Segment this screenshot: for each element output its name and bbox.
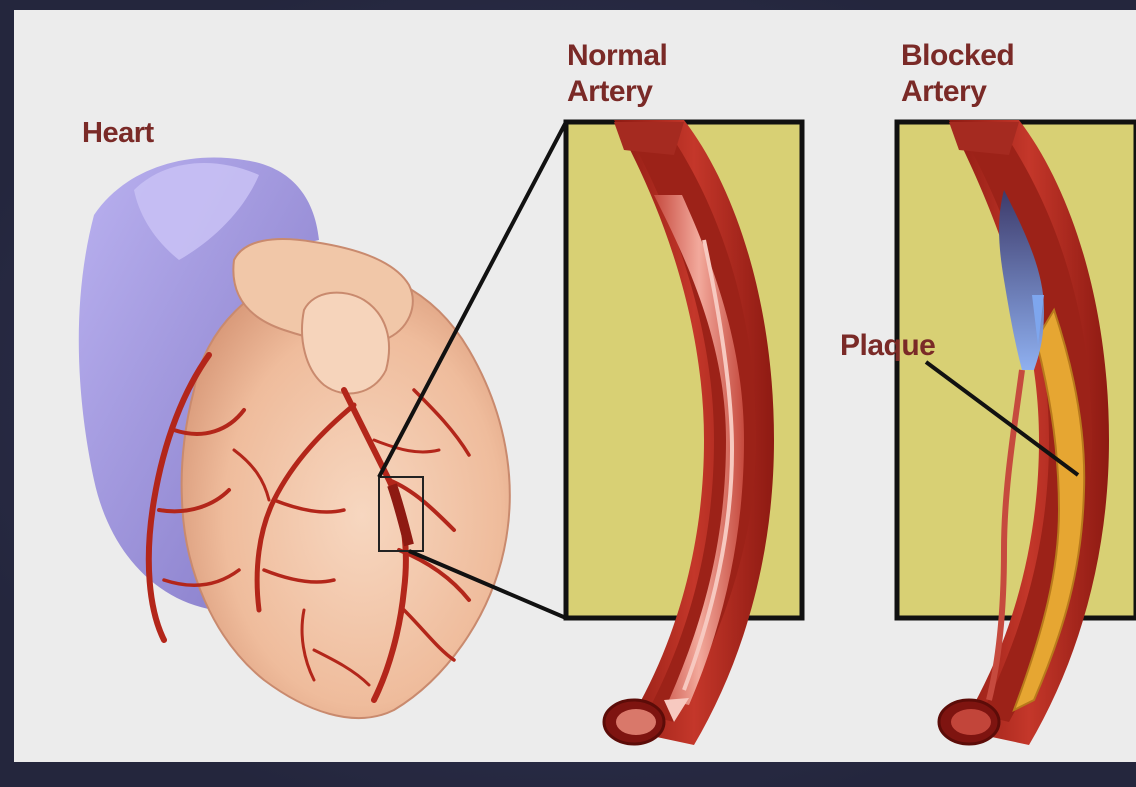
normal-artery-label-line2: Artery <box>567 74 667 110</box>
plaque-label: Plaque <box>840 328 935 364</box>
blocked-artery-label: Blocked Artery <box>901 38 1014 110</box>
diagram-panel: Heart Normal Artery Blocked Artery Plaqu… <box>14 10 1136 762</box>
blocked-artery-label-line2: Artery <box>901 74 1014 110</box>
normal-artery-label: Normal Artery <box>567 38 667 110</box>
heart-label: Heart <box>82 115 154 151</box>
normal-artery-label-line1: Normal <box>567 38 667 74</box>
blocked-artery-label-line1: Blocked <box>901 38 1014 74</box>
heart-artery-diagram <box>14 10 1136 762</box>
heart-illustration <box>79 157 510 718</box>
